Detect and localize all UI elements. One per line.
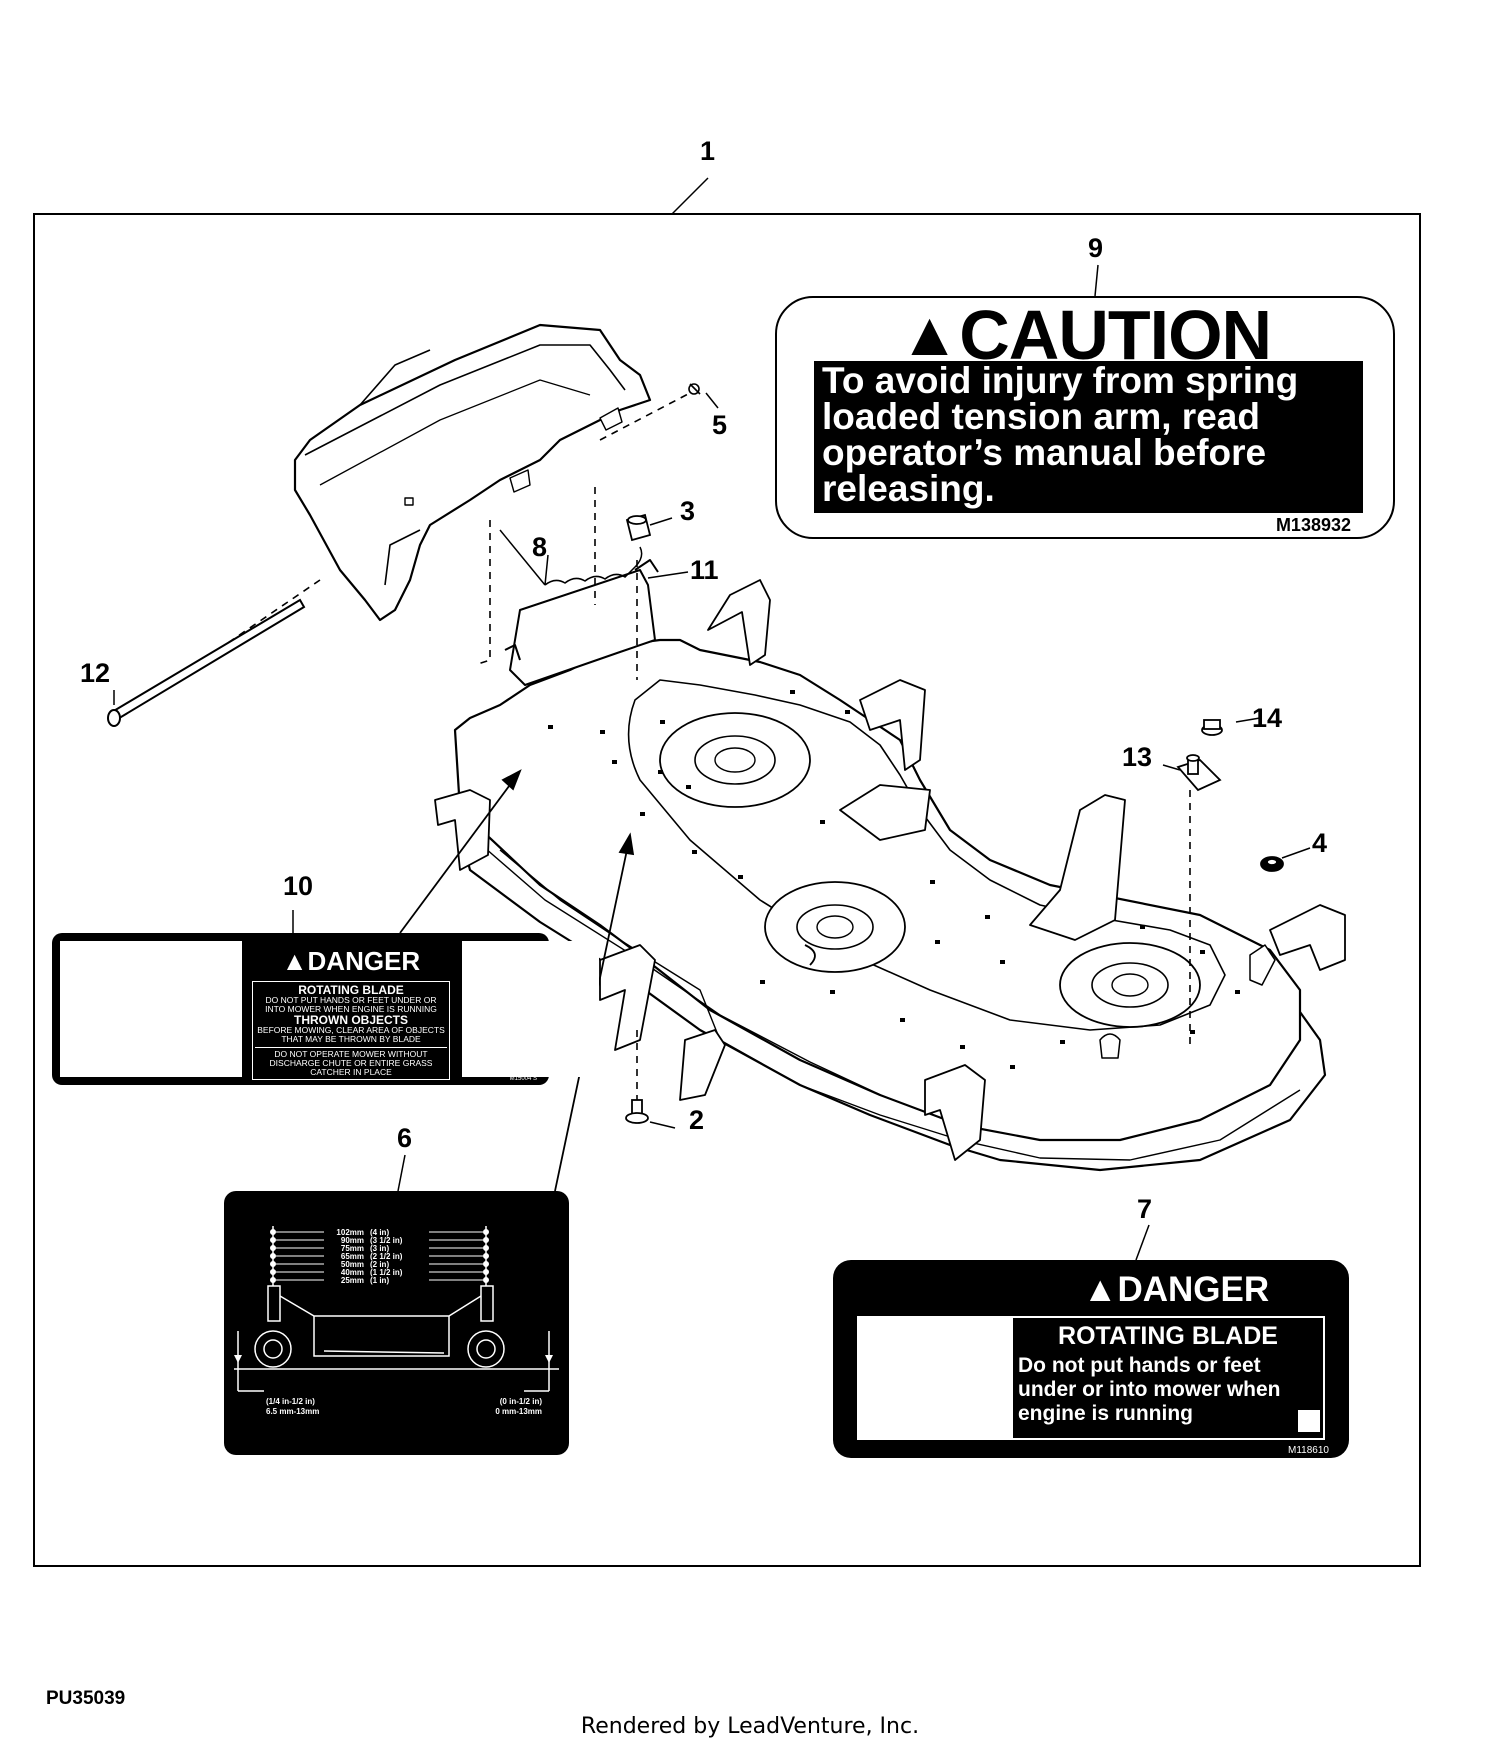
height-notch: [483, 1277, 489, 1283]
caution-line: operator’s manual before: [822, 432, 1267, 473]
pictogram-panel: [462, 941, 599, 1077]
caution-line: loaded tension arm, read: [822, 396, 1260, 437]
height-notch: [483, 1261, 489, 1267]
qr-code-icon: [1298, 1410, 1320, 1432]
retaining-clip: [688, 383, 701, 395]
danger-heading: ▲DANGER: [281, 946, 421, 976]
height-notch: [270, 1269, 276, 1275]
pictogram-panel: [60, 941, 242, 1077]
height-in-label: (2 1/2 in): [370, 1252, 403, 1261]
spring: [499, 529, 643, 586]
height-in-label: (4 in): [370, 1228, 389, 1237]
diagram-frame: [33, 213, 1421, 1567]
discharge-deflector: [293, 323, 652, 622]
height-mm-label: 90mm: [341, 1236, 364, 1245]
height-in-label: (1 1/2 in): [370, 1268, 403, 1277]
flange-nut: [1201, 719, 1223, 736]
height-notch: [270, 1253, 276, 1259]
nut: [625, 513, 652, 542]
callout-13: 13: [1122, 742, 1153, 772]
caution-line: To avoid injury from spring: [822, 360, 1299, 401]
right-range-mm: 0 mm-13mm: [495, 1407, 542, 1416]
height-notch: [483, 1245, 489, 1251]
washer: [1260, 856, 1284, 872]
caution-message: To avoid injury from spring loaded tensi…: [814, 361, 1363, 513]
height-setting-marks: [270, 1229, 489, 1283]
danger-part-number: M15004 S: [509, 1076, 537, 1082]
pictogram-panel: [859, 1318, 1013, 1438]
caution-part-number: M138932: [1275, 515, 1351, 535]
height-mm-label: 50mm: [341, 1260, 364, 1269]
height-notch: [270, 1229, 276, 1235]
height-mm-label: 25mm: [341, 1276, 364, 1285]
height-notch: [270, 1261, 276, 1267]
callout-12: 12: [80, 658, 111, 688]
height-in-label: (3 1/2 in): [370, 1236, 403, 1245]
danger-message: ROTATING BLADE Do not put hands or feet …: [1018, 1322, 1281, 1425]
callout-2: 2: [689, 1105, 705, 1135]
callout-14: 14: [1252, 703, 1283, 733]
height-in-label: (2 in): [370, 1260, 389, 1269]
callout-10: 10: [283, 871, 314, 901]
cutting-height-decal: 102mm (4 in) 90mm (3 1/2 in) 75mm (3 in)…: [224, 1191, 569, 1455]
caution-heading: ▲CAUTION: [777, 300, 1393, 370]
height-notch: [270, 1277, 276, 1283]
callout-8: 8: [532, 532, 548, 562]
danger-decal-thrown-objects: ▲DANGER ROTATING BLADE DO NOT PUT HANDS …: [52, 933, 599, 1085]
height-in-label: (1 in): [370, 1276, 389, 1285]
callout-5: 5: [712, 410, 728, 440]
danger-heading: ▲DANGER: [1082, 1270, 1270, 1309]
height-in-label: (3 in): [370, 1244, 389, 1253]
deck-holes: [548, 690, 1240, 1069]
height-notch: [483, 1237, 489, 1243]
warning-triangle-icon: ▲: [281, 946, 308, 976]
callout-3: 3: [680, 496, 696, 526]
carriage-bolt: [625, 1099, 649, 1124]
warning-triangle-icon: ▲: [1082, 1270, 1118, 1309]
mower-deck: [434, 579, 1346, 1172]
danger-message: ROTATING BLADE DO NOT PUT HANDS OR FEET …: [252, 981, 450, 1080]
danger-text-panel: ▲DANGER ROTATING BLADE DO NOT PUT HANDS …: [246, 941, 456, 1080]
render-credit: Rendered by LeadVenture, Inc.: [580, 1714, 920, 1739]
shoulder-bolt: [1176, 754, 1222, 792]
height-mm-label: 75mm: [341, 1244, 364, 1253]
danger-decal-rotating-blade: ▲DANGER ROTATING BLADE Do not put hands …: [833, 1260, 1349, 1458]
caution-line: releasing.: [822, 468, 995, 509]
callout-1: 1: [700, 136, 716, 166]
height-mm-label: 102mm: [336, 1228, 364, 1237]
right-range-in: (0 in-1/2 in): [500, 1397, 543, 1406]
left-range-in: (1/4 in-1/2 in): [266, 1397, 315, 1406]
callout-9: 9: [1088, 233, 1104, 263]
height-notch: [270, 1237, 276, 1243]
height-notch: [483, 1229, 489, 1235]
danger-part-number: M118610: [1288, 1445, 1329, 1456]
callout-11: 11: [690, 555, 719, 585]
callout-7: 7: [1137, 1194, 1153, 1224]
figure-code: PU35039: [46, 1688, 126, 1709]
height-mm-label: 40mm: [341, 1268, 364, 1277]
height-notch: [483, 1269, 489, 1275]
cutting-height-diagram: 102mm (4 in) 90mm (3 1/2 in) 75mm (3 in)…: [234, 1226, 559, 1416]
height-notch: [483, 1253, 489, 1259]
caution-decal: ▲CAUTION To avoid injury from spring loa…: [775, 296, 1395, 539]
warning-triangle-icon: ▲: [898, 300, 960, 369]
caution-heading-text: CAUTION: [959, 296, 1272, 374]
callout-6: 6: [397, 1123, 413, 1153]
height-notch: [270, 1245, 276, 1251]
hinge-pin: [107, 598, 306, 727]
left-range-mm: 6.5 mm-13mm: [266, 1407, 319, 1416]
hinge-plate: [504, 559, 659, 686]
callout-4: 4: [1312, 828, 1328, 858]
height-mm-label: 65mm: [341, 1252, 364, 1261]
